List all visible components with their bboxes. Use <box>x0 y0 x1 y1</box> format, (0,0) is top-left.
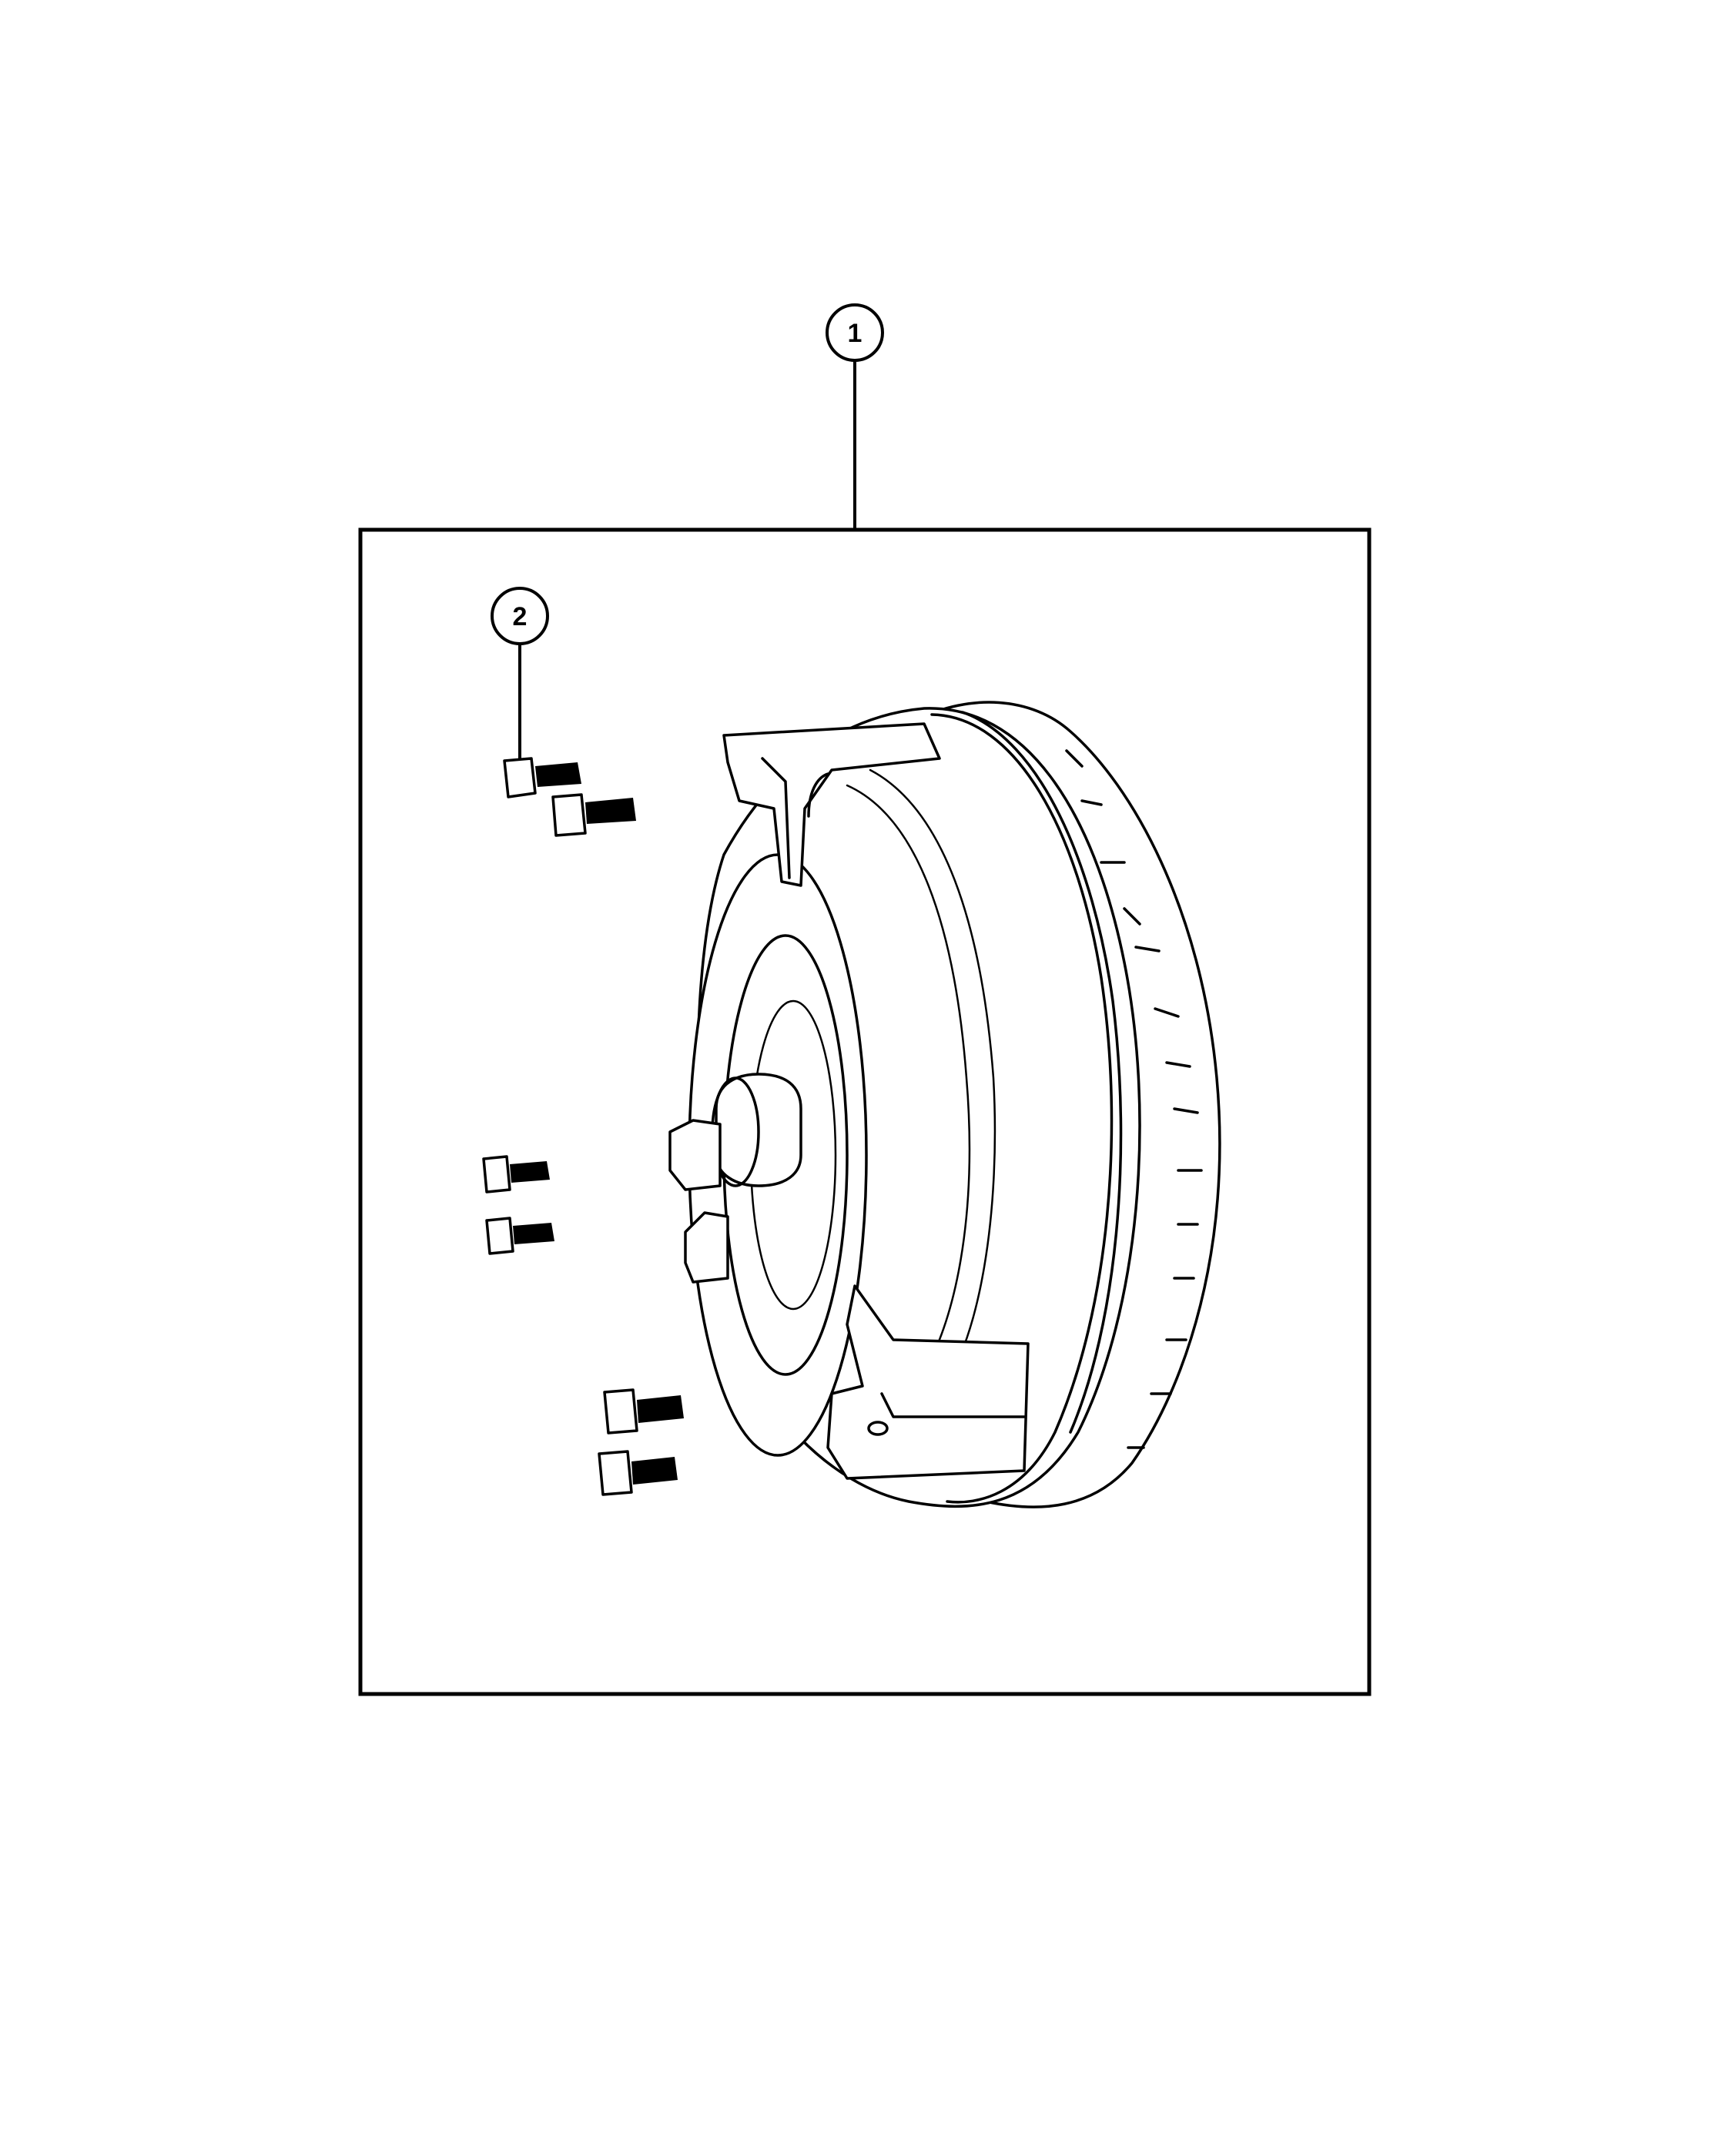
converter-top-lug-curve <box>807 772 829 818</box>
converter-contour-3 <box>846 784 971 1380</box>
bolt <box>503 757 581 798</box>
converter-bottom-lug-edge <box>880 1392 1026 1418</box>
callout-1[interactable]: 1 <box>826 303 884 362</box>
converter-top-lug-edge <box>761 757 791 879</box>
callout-2-label: 2 <box>513 602 528 631</box>
assembly-frame <box>358 527 1372 1696</box>
bolt <box>551 793 636 837</box>
torque-converter[interactable] <box>668 701 1221 1508</box>
bolt-group-top[interactable] <box>503 757 636 837</box>
bolt <box>603 1388 684 1435</box>
converter-contour-2 <box>961 711 1123 1434</box>
converter-top-lug <box>722 722 941 887</box>
bolt-group-bottom[interactable] <box>598 1388 684 1496</box>
converter-hub-lug-lower <box>684 1211 729 1284</box>
converter-contour-1 <box>930 713 1114 1504</box>
converter-hub-lug-upper <box>668 1119 722 1191</box>
converter-contour-4 <box>869 768 996 1388</box>
callout-1-label: 1 <box>848 319 862 348</box>
converter-bottom-lug <box>826 1284 1030 1480</box>
bolt <box>485 1217 554 1255</box>
converter-bottom-lug-hole <box>867 1421 889 1436</box>
bolt <box>482 1155 550 1194</box>
converter-fins <box>1065 749 1203 1449</box>
callout-2[interactable]: 2 <box>491 587 549 645</box>
bolt <box>598 1450 678 1496</box>
bolt-group-middle[interactable] <box>482 1155 554 1255</box>
